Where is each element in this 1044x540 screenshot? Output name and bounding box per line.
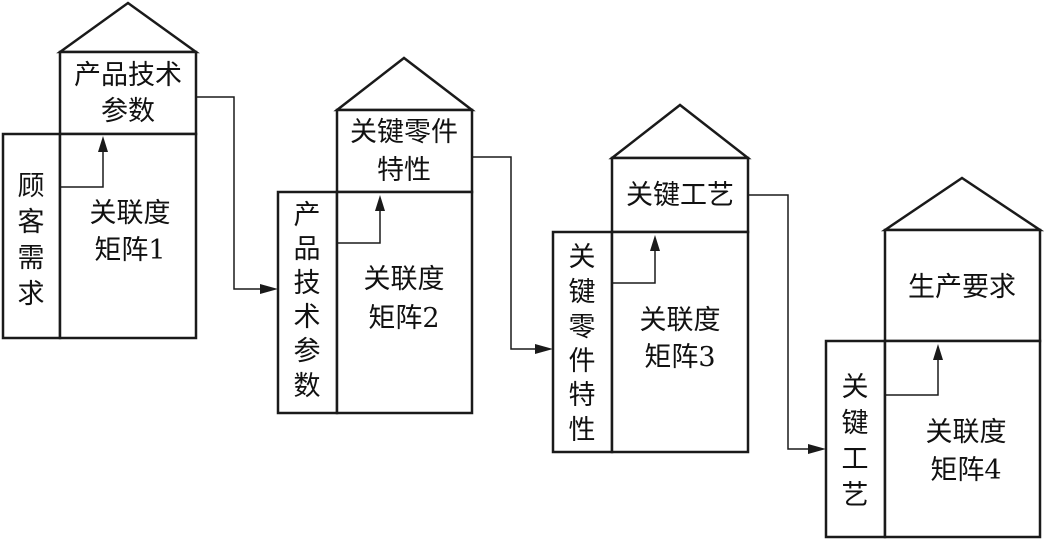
house-3-side-char-4: 件 [569, 346, 596, 377]
house-2-internal-arrowhead [375, 195, 385, 211]
house-1-internal-arrow [60, 146, 104, 188]
house-3: 关键工艺 关 键 零 件 特 性 关联度 矩阵3 [551, 103, 752, 454]
house-3-roof [608, 103, 752, 160]
house-2-side-char-1: 产 [294, 200, 321, 231]
house-1-side-char-3: 需 [18, 243, 45, 274]
cascade-connectors [196, 96, 826, 454]
connector-1-to-2-arrowhead [260, 284, 278, 294]
house-2-roof [333, 56, 476, 112]
house-4-internal-arrow [885, 354, 939, 396]
house-1-matrix-box [58, 132, 198, 340]
house-2-side-char-4: 术 [294, 302, 321, 333]
house-3-side-char-3: 零 [569, 312, 596, 343]
house-1-roof-label-line-2: 参数 [101, 96, 155, 127]
house-4-matrix-box [883, 339, 1042, 539]
house-2-roof-label-line-1: 关键零件 [350, 117, 458, 148]
house-2-internal-arrow [337, 205, 381, 244]
house-2-side-char-5: 参 [294, 336, 321, 367]
house-3-center-label-line-2: 矩阵3 [644, 342, 715, 373]
house-1-center-label-line-1: 关联度 [90, 198, 171, 229]
house-4-center-label-line-2: 矩阵4 [930, 455, 1001, 486]
house-4-roof-label-line-1: 生产要求 [908, 272, 1016, 303]
house-3-roof-label-line-1: 关键工艺 [626, 180, 734, 211]
house-2: 关键零件 特性 产 品 技 术 参 数 关联度 矩阵2 [276, 56, 476, 415]
connector-2-to-3-arrowhead [535, 344, 553, 354]
house-4-side-box [824, 339, 887, 539]
house-4-roof [880, 176, 1044, 232]
house-2-side-char-3: 技 [294, 268, 321, 299]
connector-2-to-3 [472, 156, 541, 350]
house-3-side-char-6: 性 [569, 415, 596, 446]
connector-3-to-4 [748, 194, 814, 450]
house-1-roof [56, 1, 200, 54]
house-4-side-char-1: 关 [842, 372, 869, 403]
house-3-side-char-2: 键 [569, 277, 596, 308]
house-3-center-label-line-1: 关联度 [640, 305, 721, 336]
house-1-internal-arrowhead [98, 136, 108, 152]
house-4-side-char-2: 键 [842, 408, 869, 439]
house-1: 产品技术 参数 顾 客 需 求 关联度 矩阵1 [1, 1, 200, 340]
house-2-roof-label-line-2: 特性 [377, 155, 431, 186]
house-2-center-label-line-2: 矩阵2 [368, 303, 439, 334]
house-3-internal-arrow [612, 245, 656, 284]
house-2-side-char-2: 品 [294, 234, 321, 265]
house-2-side-char-6: 数 [294, 371, 321, 402]
house-1-side-char-4: 求 [18, 279, 45, 310]
house-1-top-box [58, 50, 198, 136]
house-3-side-char-5: 特 [569, 380, 596, 411]
house-3-side-char-1: 关 [569, 242, 596, 273]
connector-3-to-4-arrowhead [808, 444, 826, 454]
house-1-center-label-line-2: 矩阵1 [94, 235, 165, 266]
house-1-roof-label-line-1: 产品技术 [74, 60, 182, 91]
house-2-matrix-box [335, 190, 474, 415]
house-3-matrix-box [610, 230, 750, 454]
house-2-top-box [335, 108, 474, 194]
house-4-side-char-4: 艺 [842, 480, 869, 511]
house-2-center-label-line-1: 关联度 [364, 264, 445, 295]
house-4-center-label-line-1: 关联度 [926, 417, 1007, 448]
house-3-internal-arrowhead [650, 235, 660, 251]
connector-1-to-2 [196, 96, 266, 290]
house-1-side-char-2: 客 [18, 207, 45, 238]
house-4-side-char-3: 工 [842, 444, 869, 475]
house-1-side-box [1, 132, 62, 340]
house-4-internal-arrowhead [933, 344, 943, 360]
house-4-top-box [883, 228, 1042, 343]
house-4: 生产要求 关 键 工 艺 关联度 矩阵4 [824, 176, 1044, 539]
house-1-side-char-1: 顾 [18, 171, 45, 202]
